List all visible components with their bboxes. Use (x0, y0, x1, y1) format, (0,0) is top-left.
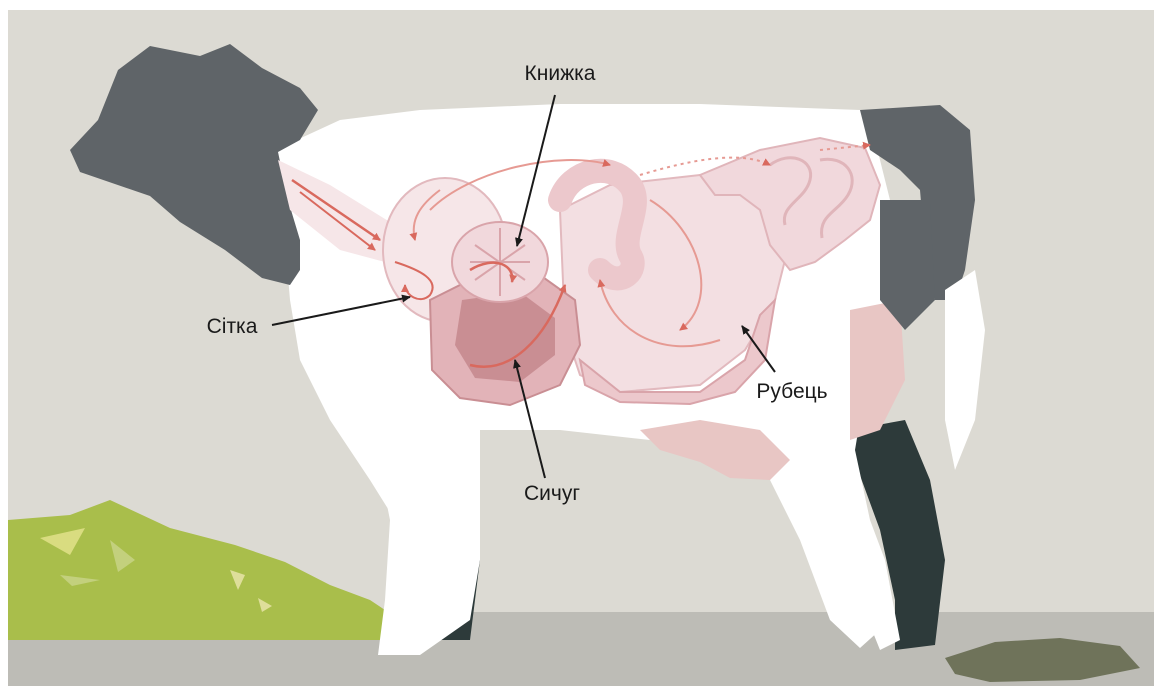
label-reticulum: Сітка (207, 315, 258, 338)
label-rumen: Рубець (756, 380, 827, 403)
label-abomasum: Сичуг (524, 482, 580, 505)
label-omasum: Книжка (525, 62, 596, 85)
